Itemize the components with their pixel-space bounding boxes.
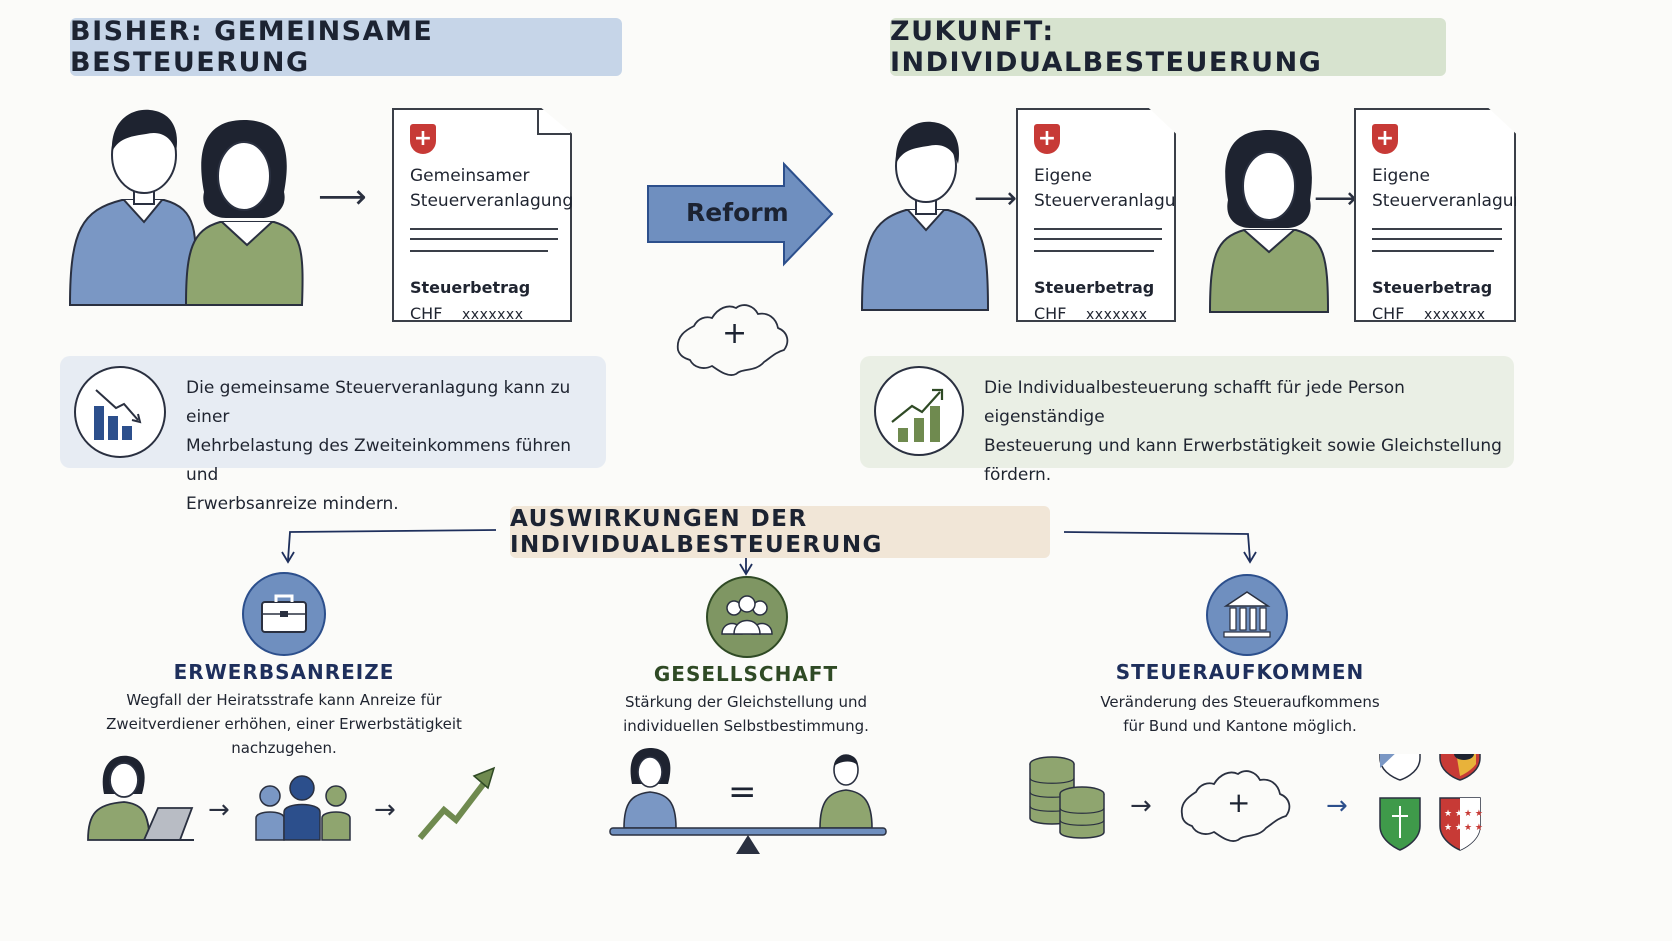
svg-text:+: + <box>1227 786 1250 819</box>
couple-illustration <box>68 109 304 306</box>
coins-icon <box>1029 756 1105 839</box>
info-text-line: Erwerbsanreize mindern. <box>186 494 399 514</box>
doc-divider <box>1372 250 1494 252</box>
doc-title-line2: Steuerveranlagung <box>410 191 574 211</box>
doc-title-line2: Steuerveranlagung <box>1372 191 1536 211</box>
impact-desc-line: Veränderung des Steueraufkommens <box>1100 693 1380 711</box>
swiss-cross-icon: + <box>410 124 436 154</box>
doc-title-line1: Gemeinsamer <box>410 166 530 186</box>
doc-divider <box>1372 238 1502 240</box>
bank-icon <box>1206 574 1288 656</box>
doc-amount-label: Steuerbetrag <box>410 278 531 297</box>
header-bisher-title: BISHER: GEMEINSAME BESTEUERUNG <box>70 16 434 78</box>
impact-desc-line: für Bund und Kantone möglich. <box>1123 717 1357 735</box>
svg-text:★ ★: ★ ★ <box>1464 823 1483 833</box>
doc-title-line2: Steuerveranlagung <box>1034 191 1198 211</box>
tax-revenue-illustration: → + → ★ ★ ★ ★ ★ ★ ★ ★ <box>1029 754 1483 851</box>
chart-up-icon <box>874 366 964 456</box>
arrow-right-icon: → <box>1326 791 1348 821</box>
doc-divider <box>410 250 548 252</box>
joint-tax-document: + Gemeinsamer Steuerveranlagung Steuerbe… <box>392 108 572 322</box>
group-people-icon <box>255 775 351 841</box>
doc-amount: xxxxxxx <box>1424 307 1486 323</box>
reform-label: Reform <box>686 198 789 227</box>
impact-title: ERWERBSANREIZE <box>173 660 395 684</box>
impact-desc-line: Zweitverdiener erhöhen, einer Erwerbstät… <box>106 715 462 733</box>
info-text-line: Die Individualbesteuerung schafft für je… <box>984 378 1405 427</box>
swiss-map-plus: + <box>722 316 748 351</box>
doc-divider <box>410 238 558 240</box>
arrow-right-icon: → <box>1130 791 1152 821</box>
svg-text:★ ★: ★ ★ <box>1444 823 1463 833</box>
doc-divider <box>410 228 558 230</box>
chart-down-icon <box>74 366 166 458</box>
doc-amount-label: Steuerbetrag <box>1372 278 1493 297</box>
woman-person-icon <box>184 120 304 306</box>
canton-shield-icon-wallis: ★ ★ ★ ★ ★ ★ ★ ★ <box>1439 797 1483 851</box>
doc-divider <box>1034 238 1162 240</box>
individual-tax-document: + Eigene Steuerveranlagung Steuerbetrag … <box>1354 108 1516 322</box>
impact-desc-line: Stärkung der Gleichstellung und <box>624 693 867 711</box>
doc-divider <box>1034 228 1162 230</box>
doc-title-line1: Eigene <box>1372 166 1430 186</box>
arrow-right-icon: → <box>374 795 396 825</box>
info-text-line: Die gemeinsame Steuerveranlagung kann zu… <box>186 378 571 427</box>
svg-text:★ ★: ★ ★ <box>1444 809 1463 819</box>
doc-amount: xxxxxxx <box>462 307 524 323</box>
man-person-icon <box>68 109 197 306</box>
impacts-banner-title: AUSWIRKUNGEN DER INDIVIDUALBESTEUERUNG <box>510 506 883 558</box>
doc-currency: CHF <box>1034 304 1067 323</box>
equality-scale-illustration <box>609 748 887 854</box>
doc-divider <box>1034 250 1154 252</box>
individual-tax-document: + Eigene Steuerveranlagung Steuerbetrag … <box>1016 108 1176 322</box>
woman-person-icon <box>623 748 677 829</box>
impact-desc-line: individuellen Selbstbestimmung. <box>623 717 869 735</box>
group-icon <box>706 576 788 658</box>
swiss-cross-icon: + <box>1034 124 1060 154</box>
header-zukunft-title: ZUKUNFT: INDIVIDUALBESTEUERUNG <box>890 16 1323 78</box>
info-box-zukunft: Die Individualbesteuerung schafft für je… <box>860 356 1514 485</box>
woman-person-icon <box>1208 130 1330 313</box>
swiss-map-icon <box>676 304 789 376</box>
impacts-banner: AUSWIRKUNGEN DER INDIVIDUALBESTEUERUNG <box>510 506 1050 558</box>
swiss-map-icon: + <box>1180 770 1291 842</box>
growth-arrow-icon <box>417 766 496 840</box>
info-text-line: Mehrbelastung des Zweiteinkommens führen… <box>186 436 572 485</box>
woman-laptop-icon <box>87 755 194 841</box>
header-zukunft: ZUKUNFT: INDIVIDUALBESTEUERUNG <box>890 16 1446 78</box>
doc-amount: xxxxxxx <box>1086 307 1148 323</box>
doc-amount-label: Steuerbetrag <box>1034 278 1155 297</box>
doc-fold-icon <box>537 108 570 135</box>
doc-divider <box>1372 228 1502 230</box>
man-person-icon <box>860 121 990 311</box>
swiss-cross-icon: + <box>1372 124 1398 154</box>
employment-illustration: → → <box>87 755 496 841</box>
doc-currency: CHF <box>1372 304 1405 323</box>
arrow-right-icon: ⟶ <box>1314 181 1358 216</box>
impact-title: STEUERAUFKOMMEN <box>1115 660 1365 684</box>
doc-currency: CHF <box>410 304 443 323</box>
canton-shield-icon-stgallen <box>1379 797 1421 851</box>
arrow-right-icon: → <box>208 795 230 825</box>
man-person-icon <box>819 754 873 829</box>
header-bisher: BISHER: GEMEINSAME BESTEUERUNG <box>70 16 622 78</box>
info-text-line: Besteuerung und kann Erwerbstätigkeit so… <box>984 436 1502 456</box>
arrow-right-icon: ⟶ <box>974 181 1018 216</box>
reform-arrow <box>647 161 834 267</box>
arrow-right-icon: ⟶ <box>318 177 367 217</box>
canton-shield-icon-bern <box>1439 754 1481 781</box>
equals-sign: = <box>728 772 757 812</box>
impact-desc-line: Wegfall der Heiratsstrafe kann Anreize f… <box>126 691 442 709</box>
briefcase-icon <box>242 572 326 656</box>
svg-text:★ ★: ★ ★ <box>1464 809 1483 819</box>
doc-title-line1: Eigene <box>1034 166 1092 186</box>
impact-title: GESELLSCHAFT <box>653 662 839 686</box>
impact-desc-line: nachzugehen. <box>231 739 337 757</box>
info-text-line: fördern. <box>984 465 1052 485</box>
info-box-bisher: Die gemeinsame Steuerveranlagung kann zu… <box>60 356 606 514</box>
canton-shield-icon-zurich <box>1379 754 1421 781</box>
